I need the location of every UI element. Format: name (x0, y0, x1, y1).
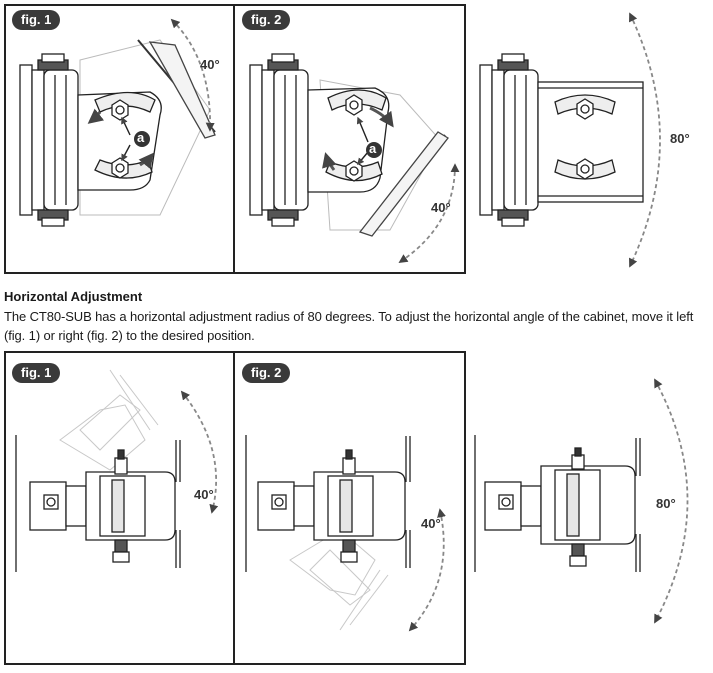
bottom-range-angle-arc (654, 378, 689, 624)
top-fig1-angle-arc (170, 18, 215, 132)
section-heading: Horizontal Adjustment (4, 289, 143, 304)
top-fig1-drawing (19, 39, 216, 227)
bottom-range-angle-label: 80° (656, 496, 676, 511)
bottom-fig2-label: fig. 2 (242, 363, 291, 383)
bottom-fig2-angle-arc (408, 508, 446, 632)
top-fig2-drawing (249, 53, 449, 237)
top-fig2-callout-a (366, 142, 382, 158)
section-body: The CT80-SUB has a horizontal adjustment… (4, 309, 694, 343)
top-fig1-callout-a (134, 131, 150, 147)
bottom-fig2-angle-label: 40° (421, 516, 441, 531)
top-fig2-angle-label: 40° (431, 200, 451, 215)
top-fig1-callout-letter: a (137, 130, 145, 145)
top-range-angle-label: 80° (670, 131, 690, 146)
bottom-figures-divider (233, 351, 235, 665)
top-fig2-angle-arc (398, 163, 460, 264)
bottom-fig1-label: fig. 1 (12, 363, 61, 383)
top-range-drawing (479, 53, 644, 227)
top-fig1-angle-label: 40° (200, 57, 220, 72)
top-fig2-label: fig. 2 (242, 10, 291, 30)
bottom-fig1-angle-arc (180, 390, 219, 514)
top-fig2-callout-letter: a (369, 141, 377, 156)
top-range-angle-arc (629, 12, 661, 268)
bottom-fig2-drawing (245, 435, 411, 631)
top-fig1-label: fig. 1 (12, 10, 61, 30)
bottom-fig1-angle-label: 40° (194, 487, 214, 502)
bottom-fig1-drawing (15, 369, 181, 572)
bottom-range-drawing (474, 435, 641, 572)
top-figures-divider (233, 4, 235, 274)
